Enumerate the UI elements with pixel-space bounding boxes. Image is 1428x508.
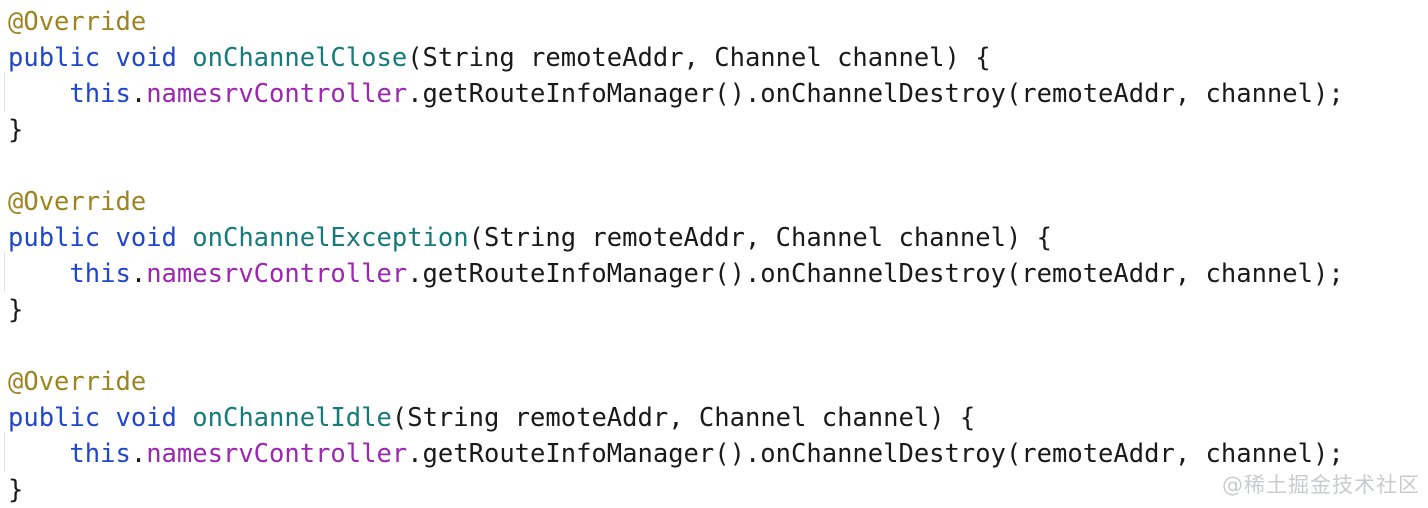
code-token-this: this bbox=[69, 259, 131, 289]
code-token-plain: (String remoteAddr, Channel channel) { bbox=[468, 223, 1052, 253]
code-line[interactable] bbox=[0, 148, 1428, 184]
code-token-plain bbox=[177, 43, 192, 73]
code-line[interactable]: this.namesrvController.getRouteInfoManag… bbox=[0, 432, 1428, 472]
code-token-field: namesrvController bbox=[146, 79, 408, 109]
code-token-annotation: @Override bbox=[8, 367, 147, 397]
code-token-plain: } bbox=[8, 475, 24, 505]
code-token-plain: } bbox=[8, 115, 24, 145]
code-token-plain bbox=[177, 403, 192, 433]
code-token-keyword: public bbox=[8, 223, 101, 253]
code-token-plain bbox=[8, 259, 69, 289]
code-token-annotation: @Override bbox=[8, 187, 147, 217]
code-token-plain bbox=[8, 79, 69, 109]
code-line[interactable] bbox=[0, 328, 1428, 364]
code-token-keyword: void bbox=[115, 403, 177, 433]
code-token-plain: . bbox=[130, 259, 147, 289]
code-line[interactable]: @Override bbox=[0, 364, 1428, 400]
code-token-plain bbox=[100, 43, 115, 73]
code-line[interactable]: public void onChannelClose(String remote… bbox=[0, 40, 1428, 76]
code-token-plain: (String remoteAddr, Channel channel) { bbox=[407, 43, 991, 73]
code-token-method: onChannelException bbox=[192, 223, 469, 253]
code-line[interactable]: } bbox=[0, 292, 1428, 328]
code-token-plain: (String remoteAddr, Channel channel) { bbox=[391, 403, 976, 433]
code-line[interactable]: this.namesrvController.getRouteInfoManag… bbox=[0, 72, 1428, 112]
code-token-keyword: void bbox=[115, 223, 177, 253]
code-line[interactable]: this.namesrvController.getRouteInfoManag… bbox=[0, 252, 1428, 292]
code-token-annotation: @Override bbox=[8, 7, 147, 37]
code-token-plain bbox=[100, 403, 115, 433]
code-token-method: onChannelIdle bbox=[192, 403, 392, 433]
code-line[interactable]: } bbox=[0, 112, 1428, 148]
code-token-plain bbox=[100, 223, 115, 253]
code-token-plain: .getRouteInfoManager().onChannelDestroy(… bbox=[407, 259, 1344, 289]
code-token-keyword: public bbox=[8, 403, 101, 433]
code-token-plain bbox=[177, 223, 192, 253]
code-line[interactable]: @Override bbox=[0, 4, 1428, 40]
code-token-field: namesrvController bbox=[146, 439, 408, 469]
code-token-plain: .getRouteInfoManager().onChannelDestroy(… bbox=[407, 79, 1344, 109]
code-token-plain bbox=[8, 439, 69, 469]
code-line[interactable]: public void onChannelException(String re… bbox=[0, 220, 1428, 256]
code-line[interactable]: } bbox=[0, 472, 1428, 508]
code-line[interactable]: public void onChannelIdle(String remoteA… bbox=[0, 400, 1428, 436]
code-token-plain: . bbox=[130, 79, 147, 109]
code-token-plain: .getRouteInfoManager().onChannelDestroy(… bbox=[407, 439, 1344, 469]
code-line[interactable]: @Override bbox=[0, 184, 1428, 220]
code-token-this: this bbox=[69, 439, 131, 469]
code-token-field: namesrvController bbox=[146, 259, 408, 289]
code-token-plain: } bbox=[8, 295, 24, 325]
code-token-keyword: void bbox=[115, 43, 177, 73]
code-token-keyword: public bbox=[8, 43, 101, 73]
code-token-plain: . bbox=[130, 439, 147, 469]
code-token-this: this bbox=[69, 79, 131, 109]
code-token-method: onChannelClose bbox=[192, 43, 408, 73]
